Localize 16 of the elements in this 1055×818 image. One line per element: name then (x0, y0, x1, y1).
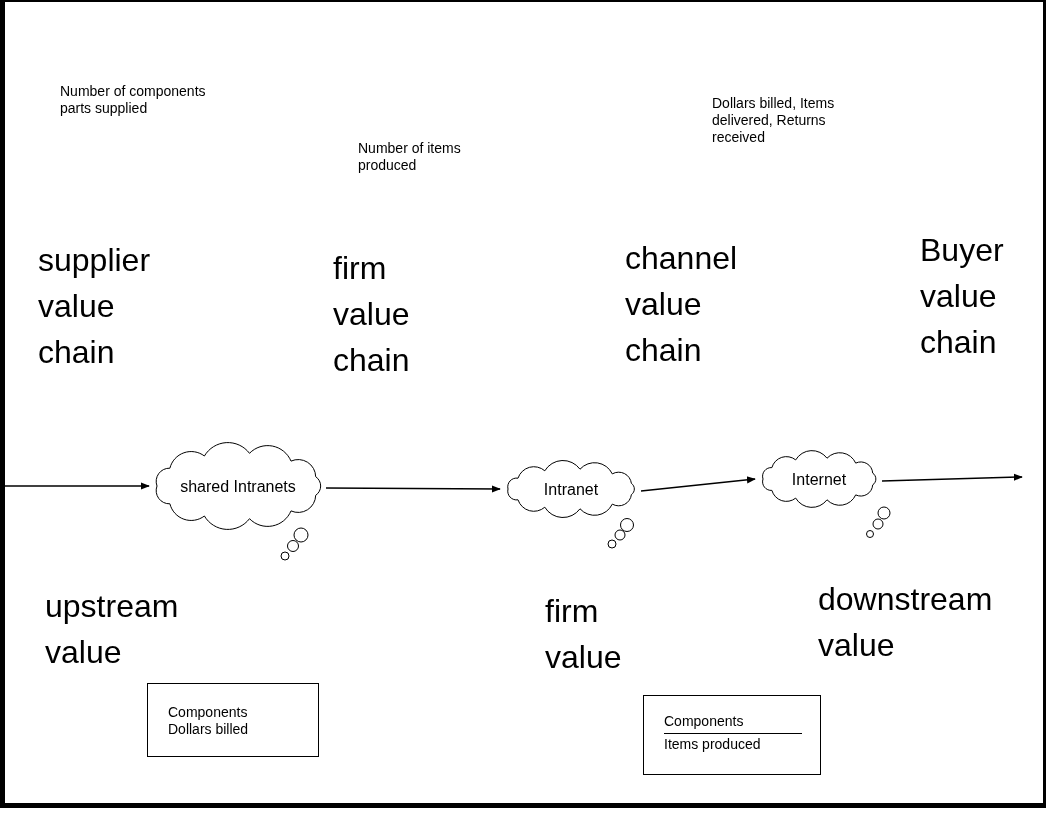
stage-label: downstream value (818, 580, 994, 665)
stage-label: firm value (545, 592, 623, 677)
stage-label: firm value chain (333, 249, 411, 380)
note-text: Dollars billed, Items delivered, Returns received (712, 95, 836, 146)
box-text: Dollars billed (168, 721, 249, 738)
cloud-label: Internet (791, 469, 847, 489)
note-text: Number of items produced (358, 140, 462, 174)
cloud-label: Intranet (543, 479, 599, 499)
stage-label: channel value chain (625, 239, 739, 370)
stage-label: upstream value (45, 587, 180, 672)
box-text: Components (664, 713, 744, 730)
box-text: Components (168, 704, 248, 721)
stage-label: Buyer value chain (920, 231, 1005, 362)
box-text: Items produced (664, 736, 761, 753)
stage-label: supplier value chain (38, 241, 152, 372)
note-text: Number of components parts supplied (60, 83, 207, 117)
